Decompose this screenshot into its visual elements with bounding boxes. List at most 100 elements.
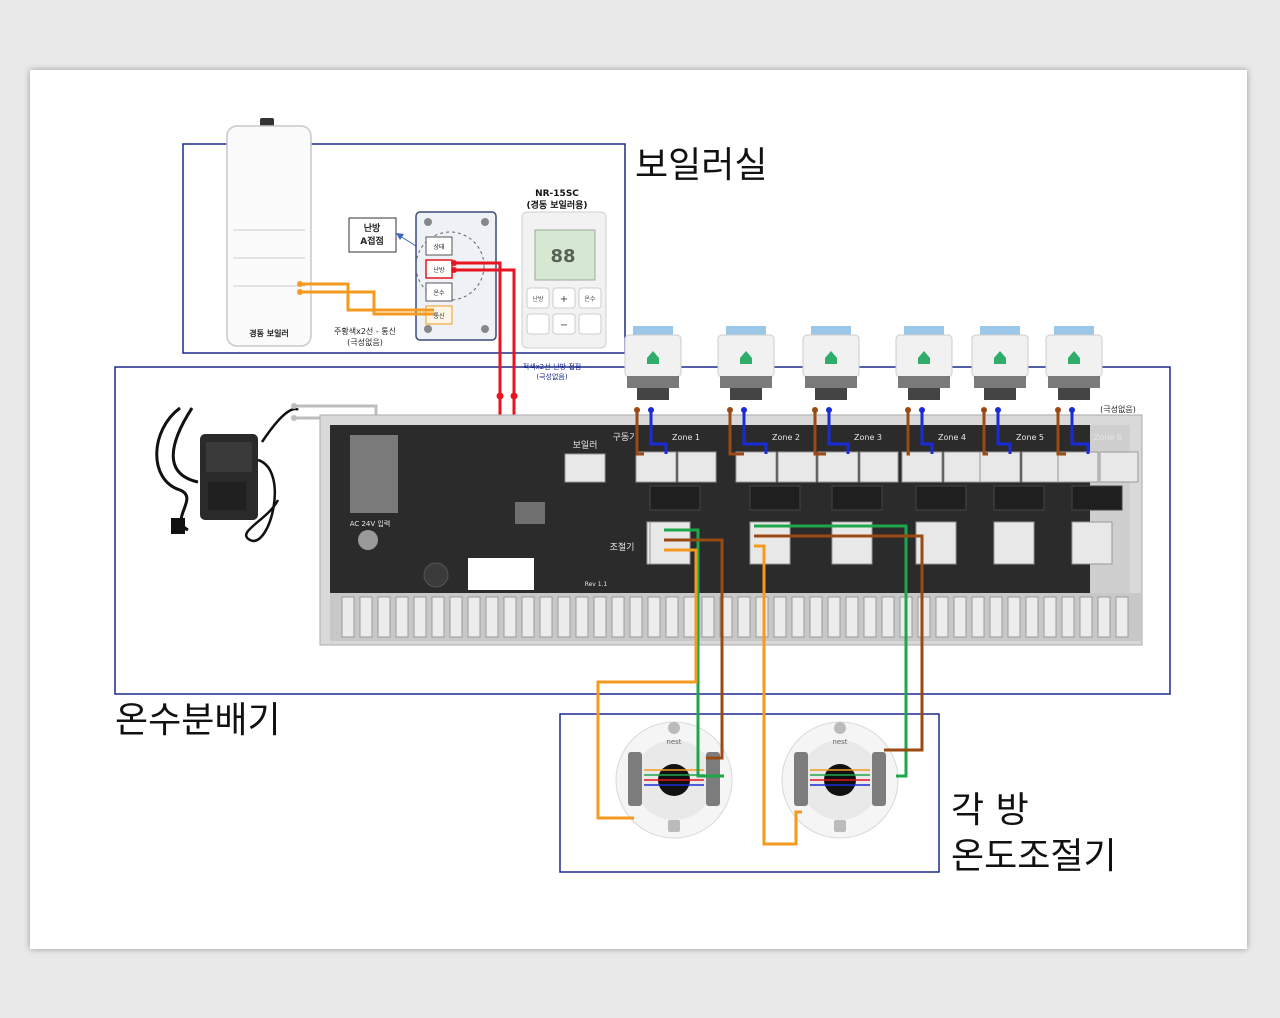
section-room-thermostat-1: 각 방 bbox=[951, 790, 1029, 831]
wire-end bbox=[919, 407, 925, 413]
zone-label: Zone 4 bbox=[938, 433, 966, 442]
actuator-cap bbox=[904, 326, 944, 336]
actuator-base bbox=[908, 388, 940, 400]
zone-label: Zone 3 bbox=[854, 433, 882, 442]
actuator-brown-wire bbox=[982, 410, 988, 456]
actuator-ring bbox=[805, 376, 857, 388]
port-slot bbox=[737, 596, 751, 638]
zone-thermo-terminal bbox=[749, 521, 791, 565]
zone-thermo-terminal bbox=[993, 521, 1035, 565]
port-slot bbox=[935, 596, 949, 638]
controller-btn-2: + bbox=[560, 294, 568, 305]
level bbox=[834, 820, 846, 832]
power-adapter bbox=[155, 406, 299, 542]
house-icon bbox=[918, 351, 930, 364]
port-slot bbox=[539, 596, 553, 638]
power-terminal bbox=[350, 435, 398, 513]
board-boiler-label: 보일러 bbox=[573, 440, 598, 451]
wire-end bbox=[1069, 407, 1075, 413]
boiler-wire-note-2: (극성없음) bbox=[347, 338, 383, 347]
wire-end bbox=[826, 407, 832, 413]
heating-contact-line1: 난방 bbox=[364, 222, 381, 234]
zone-relay bbox=[649, 485, 701, 511]
house-icon bbox=[1068, 351, 1080, 364]
actuator-brown-wire bbox=[728, 410, 744, 456]
zone-terminal bbox=[859, 451, 899, 483]
actuator-cap bbox=[1054, 326, 1094, 336]
wire-end bbox=[905, 407, 911, 413]
boiler-label: 경동 보일러 bbox=[249, 328, 289, 338]
house-icon bbox=[825, 351, 837, 364]
wire-end bbox=[648, 407, 654, 413]
house-icon bbox=[994, 351, 1006, 364]
heating-contact-box: 난방 A접점 bbox=[348, 217, 397, 253]
port-slot bbox=[845, 596, 859, 638]
actuator-ring bbox=[627, 376, 679, 388]
section-boiler-room: 보일러실 bbox=[635, 145, 767, 186]
port-slot bbox=[1061, 596, 1075, 638]
zone-relay bbox=[831, 485, 883, 511]
wire-end bbox=[727, 407, 733, 413]
port-slot bbox=[1115, 596, 1129, 638]
boiler-controller: NR-15SC (경동 보일러용) 88 난방 + 온수 − bbox=[521, 189, 607, 349]
port-slot bbox=[1007, 596, 1021, 638]
zone-label: Zone 1 bbox=[672, 433, 700, 442]
port-slot bbox=[521, 596, 535, 638]
port-slot bbox=[1043, 596, 1057, 638]
zone-relay bbox=[915, 485, 967, 511]
screw bbox=[668, 722, 680, 734]
arrow-line bbox=[399, 235, 417, 247]
port-slot bbox=[881, 596, 895, 638]
zone-terminal bbox=[1057, 451, 1099, 483]
port-slot bbox=[431, 596, 445, 638]
terminal-strip-right bbox=[706, 752, 720, 806]
zone-relay bbox=[1071, 485, 1123, 511]
actuator-cap bbox=[980, 326, 1020, 336]
relay-panel: 상태 난방 온수 통신 bbox=[415, 211, 497, 341]
actuator-base bbox=[637, 388, 669, 400]
thermostat-wires bbox=[596, 524, 924, 846]
port-slot bbox=[863, 596, 877, 638]
orange-comm-wires bbox=[300, 282, 434, 316]
actuator-wires bbox=[634, 407, 1090, 456]
slide: 경동 보일러 난방 A접점 상태 난방 온수 통신 NR-15SC (경동 보일… bbox=[30, 70, 1247, 949]
terminal-strip-left bbox=[794, 752, 808, 806]
zone-terminal bbox=[635, 451, 677, 483]
relay-status-label: 상태 bbox=[433, 243, 444, 251]
port-slot bbox=[791, 596, 805, 638]
wire-end bbox=[741, 407, 747, 413]
zone-terminal bbox=[979, 451, 1021, 483]
actuator-base bbox=[815, 388, 847, 400]
port-slot bbox=[593, 596, 607, 638]
wire-end bbox=[634, 407, 640, 413]
actuator-cap bbox=[811, 326, 851, 336]
port-slot bbox=[503, 596, 517, 638]
zone-relay bbox=[993, 485, 1045, 511]
port-slot bbox=[629, 596, 643, 638]
port-slot bbox=[341, 596, 355, 638]
zone-terminal bbox=[1021, 451, 1061, 483]
relay-hotwater-label: 온수 bbox=[433, 290, 445, 297]
port-slot bbox=[1097, 596, 1111, 638]
wire-end bbox=[995, 407, 1001, 413]
boiler-unit: 경동 보일러 bbox=[226, 118, 312, 347]
actuator-blue-wire bbox=[827, 410, 850, 454]
port-slot bbox=[989, 596, 1003, 638]
actuator-blue-wire bbox=[996, 410, 1012, 454]
zone-label: Zone 6 bbox=[1094, 433, 1122, 442]
actuator-cap bbox=[633, 326, 673, 336]
section-room-thermostat-2: 온도조절기 bbox=[951, 836, 1117, 877]
level bbox=[668, 820, 680, 832]
controller-lcd bbox=[534, 229, 596, 281]
house-icon bbox=[647, 351, 659, 364]
zone-label: Zone 5 bbox=[1016, 433, 1044, 442]
port-slot bbox=[449, 596, 463, 638]
port-slot bbox=[917, 596, 931, 638]
actuator-base bbox=[1058, 388, 1090, 400]
actuator-ring bbox=[898, 376, 950, 388]
port-slot bbox=[485, 596, 499, 638]
port-slot bbox=[755, 596, 769, 638]
port-slot bbox=[773, 596, 787, 638]
